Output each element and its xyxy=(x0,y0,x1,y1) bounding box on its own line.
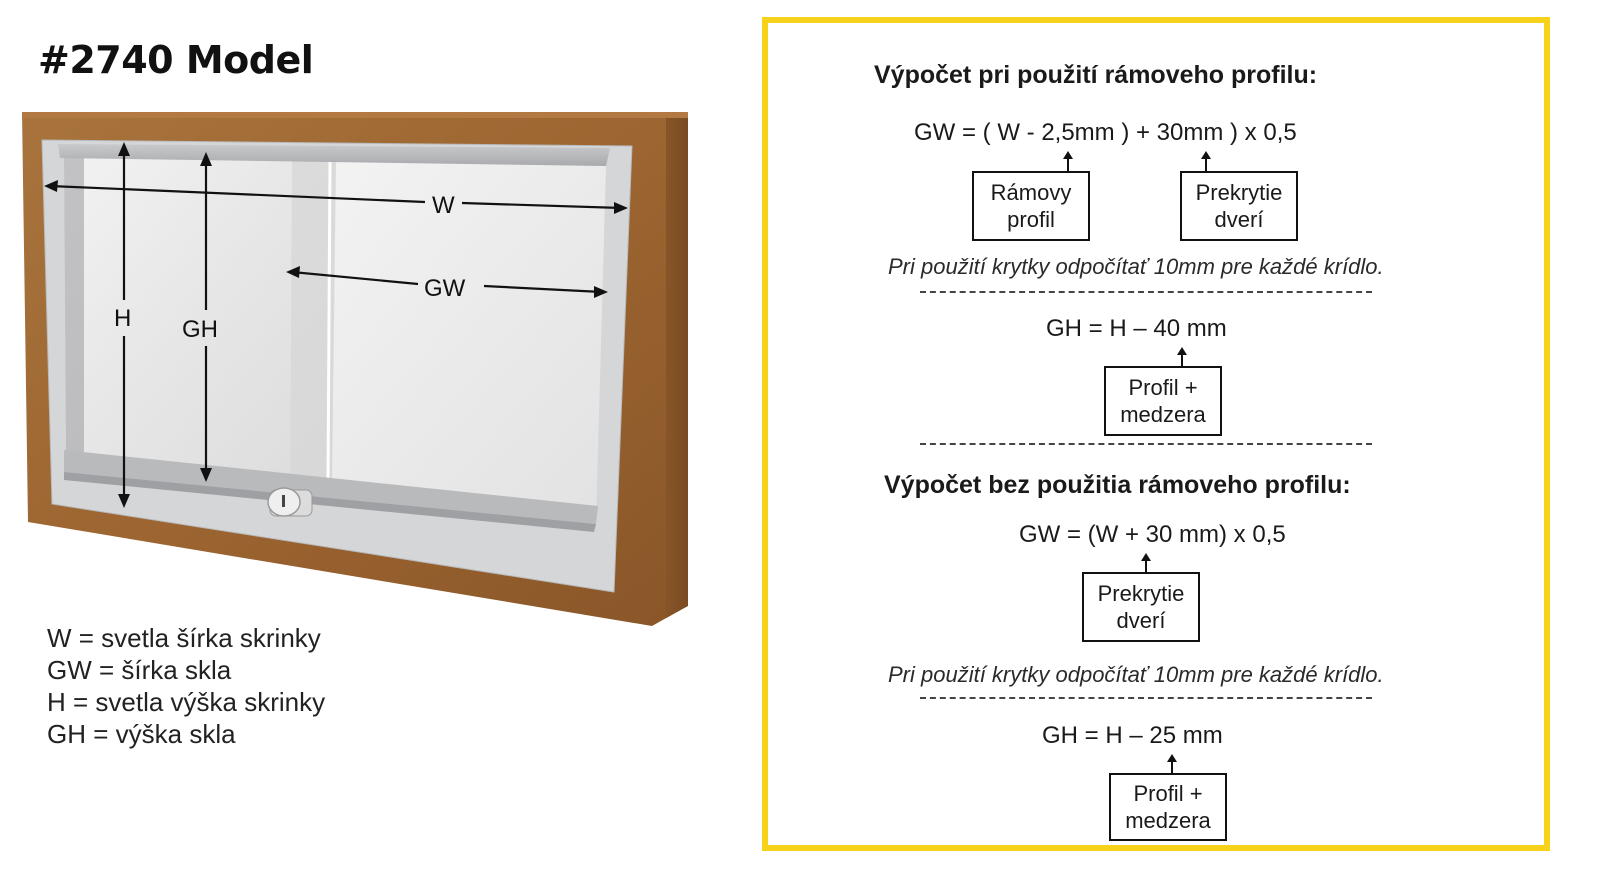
gh-formula-with-profile: GH = H – 40 mm xyxy=(1046,315,1227,342)
model-title: #2740 Model xyxy=(38,38,314,82)
arrow-up-icon xyxy=(1177,347,1187,367)
legend-item-gw: GW = šírka skla xyxy=(47,655,232,685)
legend-item-gh: GH = výška skla xyxy=(47,719,236,749)
divider xyxy=(920,443,1372,445)
heading-with-profile: Výpočet pri použití rámoveho profilu: xyxy=(874,61,1318,89)
glass-pane-right xyxy=(290,160,606,522)
gh-formula-without-profile: GH = H – 25 mm xyxy=(1042,722,1223,749)
cabinet-illustration: W GW H GH xyxy=(22,112,688,626)
box-profile-gap: Profil + medzera xyxy=(1109,773,1227,841)
lock-icon xyxy=(267,487,313,517)
arrow-up-icon xyxy=(1167,754,1177,774)
box-profile-gap: Profil + medzera xyxy=(1104,366,1222,436)
legend-item-w: W = svetla šírka skrinky xyxy=(47,623,321,653)
label-gw: GW xyxy=(424,275,466,302)
legend-item-h: H = svetla výška skrinky xyxy=(47,687,326,717)
divider xyxy=(920,291,1372,293)
bottom-rail xyxy=(64,450,598,524)
label-w: W xyxy=(432,192,455,219)
gw-formula-with-profile: GW = ( W - 2,5mm ) + 30mm ) x 0,5 xyxy=(914,119,1297,146)
box-door-overlap: Prekrytie dverí xyxy=(1180,171,1298,241)
label-h: H xyxy=(114,305,131,332)
note-cap-without-profile: Pri použití krytky odpočítať 10mm pre ka… xyxy=(888,662,1384,687)
arrow-up-icon xyxy=(1201,151,1211,171)
arrow-up-icon xyxy=(1063,151,1073,171)
box-door-overlap: Prekrytie dverí xyxy=(1082,572,1200,642)
heading-without-profile: Výpočet bez použitia rámoveho profilu: xyxy=(884,471,1351,499)
dimension-arrows xyxy=(44,142,628,508)
gw-formula-without-profile: GW = (W + 30 mm) x 0,5 xyxy=(1019,521,1286,548)
note-cap-with-profile: Pri použití krytky odpočítať 10mm pre ka… xyxy=(888,254,1384,279)
label-gh: GH xyxy=(182,316,218,343)
arrow-up-icon xyxy=(1141,553,1151,573)
top-rail xyxy=(58,144,610,166)
formula-panel: Výpočet pri použití rámoveho profilu: GW… xyxy=(762,17,1550,851)
glass-pane-left xyxy=(64,158,336,482)
legend: W = svetla šírka skrinky GW = šírka skla… xyxy=(47,622,325,750)
box-frame-profile: Rámovy profil xyxy=(972,171,1090,241)
divider xyxy=(920,697,1372,699)
